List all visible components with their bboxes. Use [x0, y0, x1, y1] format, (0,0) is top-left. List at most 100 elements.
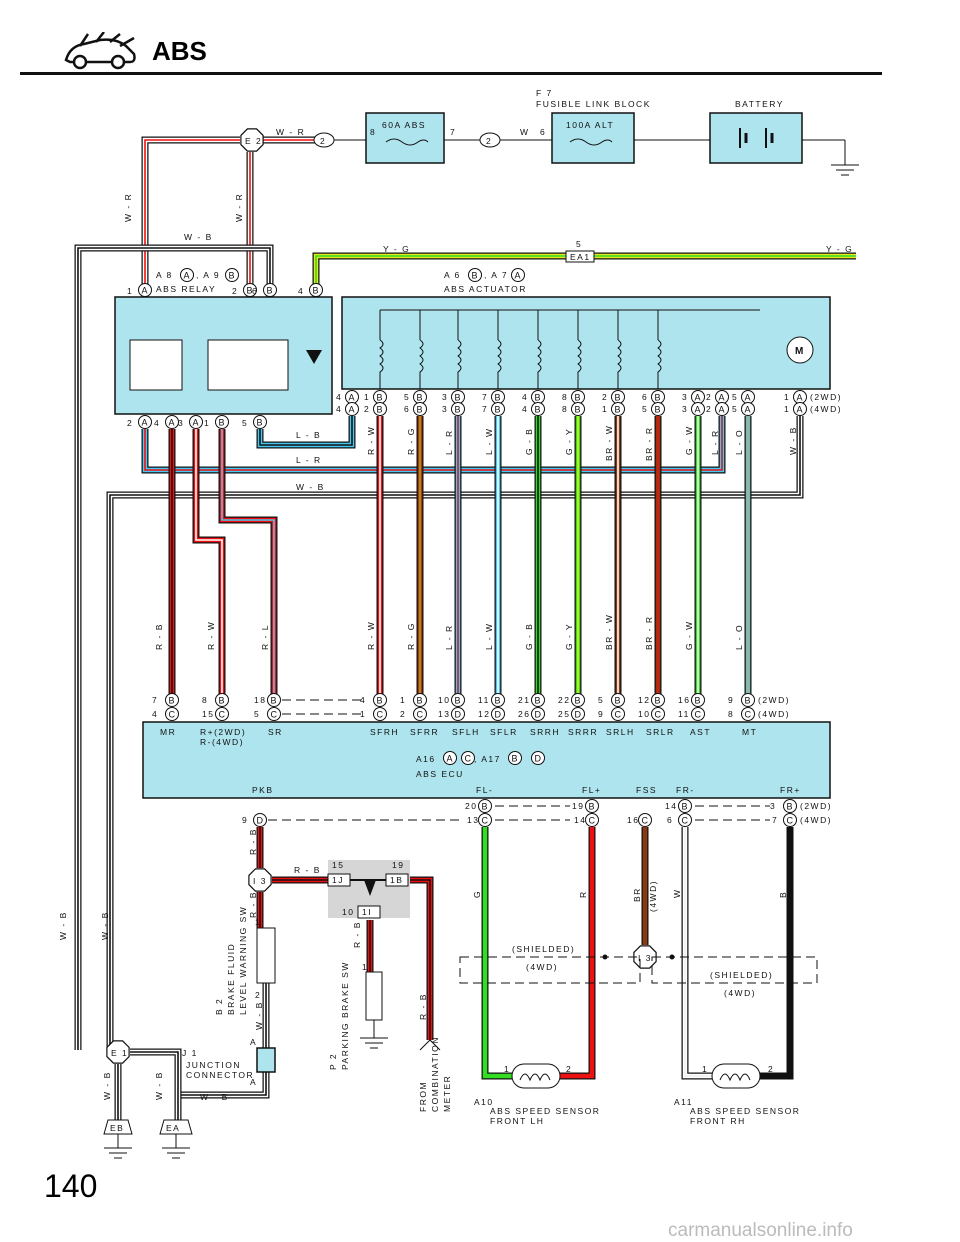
wire-label-br-4wd: (4WD): [648, 880, 658, 912]
ecu-conn-row1: [267, 693, 281, 707]
actuator-conn-row1-letter: A: [745, 393, 751, 403]
relay-bottom-conn: [189, 415, 203, 429]
speed-sensor-rh-icon: [711, 1063, 761, 1089]
shield-box-rh: [651, 956, 818, 984]
ecu-conn-row2-letter: D: [495, 710, 502, 720]
ecu-bottom-conn-row1: [585, 799, 599, 813]
shield-4wd-lh: (4WD): [526, 962, 558, 972]
relay-top-pin: 4: [298, 286, 304, 296]
ecu-pin-label: SFLR: [490, 727, 518, 737]
ecu-pin-label: SRLR: [646, 727, 675, 737]
actuator-conn-row2: [531, 402, 545, 416]
actuator-pin-row2: 6: [404, 404, 410, 414]
wire-w-fr-outline: [681, 827, 712, 1080]
ecu-conn-row2: [611, 707, 625, 721]
act-wire-label-upper: BR - R: [644, 427, 654, 462]
ecu-conn-row2-letter: D: [455, 710, 462, 720]
actuator-conn-row2: [715, 402, 729, 416]
jb-10: 10: [342, 907, 354, 917]
ground-eb-label: EB: [110, 1123, 124, 1133]
ecu-conn-b: [508, 751, 522, 765]
actuator-pin-row1: 1: [784, 392, 790, 402]
actuator-conn-row2-letter: B: [377, 405, 383, 415]
ecu-conn-row2-letter: C: [695, 710, 702, 720]
ecu-conn-row2: [691, 707, 705, 721]
page-header: ABS: [60, 30, 320, 75]
relay-conn-b-letter: B: [229, 271, 235, 281]
actuator-conn-row2: [571, 402, 585, 416]
ea1-pin: 5: [576, 239, 582, 249]
ecu-bottom-tag-4wd: (4WD): [800, 815, 832, 825]
wire-label-lb: L - B: [296, 430, 321, 440]
actuator-conn-row2: [691, 402, 705, 416]
wire-label-yg-left: Y - G: [383, 244, 410, 254]
ecu-conn-a-letter: A: [447, 754, 453, 764]
ecu-bottom-conn-row1: [783, 799, 797, 813]
actuator-conn-row2-letter: B: [455, 405, 461, 415]
splice-i3: [248, 868, 272, 892]
wire-lr-outline: [141, 416, 726, 474]
ecu-conn-row2-letter: C: [271, 710, 278, 720]
wire-label-rb-4: R - B: [418, 993, 428, 1020]
ecu-pin-row1: 1: [400, 695, 406, 705]
ecu-pin-label: SRLH: [606, 727, 635, 737]
ecu-bottom-conn-row2: [585, 813, 599, 827]
act-wire-label-lower: BR - R: [644, 616, 654, 651]
wire-label-b: B: [778, 891, 788, 898]
relay-bottom-conn: [165, 415, 179, 429]
relay-bottom-conn: [215, 415, 229, 429]
jb-1i: [357, 905, 381, 919]
a10-pin1: 1: [504, 1064, 510, 1074]
ecu-pin-row1: 12: [638, 695, 650, 705]
act-wire-label-lower: R - W: [366, 621, 376, 650]
ecu-pin-row1: 7: [152, 695, 158, 705]
ecu-pin-row2: 10: [638, 709, 650, 719]
ecu-conn-row1: [215, 693, 229, 707]
ecu-conn-row1: [451, 693, 465, 707]
actuator-conn-b-letter: B: [472, 271, 478, 281]
actuator-pin-row2: 1: [784, 404, 790, 414]
b2-pin1: 1: [255, 917, 261, 927]
ecu-conn-row2-letter: C: [655, 710, 662, 720]
ecu-conn-row1-letter: B: [695, 696, 701, 706]
actuator-tag-4wd: (4WD): [810, 404, 842, 414]
relay-bottom-conn: [253, 415, 267, 429]
ecu-pin-row1: 5: [598, 695, 604, 705]
relay-code-2: , A 9: [196, 270, 220, 280]
conn-2b: [479, 132, 501, 148]
ecu-bottom-conn-row2-letter: C: [482, 816, 489, 826]
ecu-pin-row2: 12: [478, 709, 490, 719]
actuator-pin-row2: 2: [364, 404, 370, 414]
actuator-conn-row2-letter: A: [349, 405, 355, 415]
conn-2b-label: 2: [486, 136, 492, 146]
ecu-conn-row1: [373, 693, 387, 707]
abs-ecu-box: [142, 721, 831, 799]
actuator-conn-row1-letter: B: [417, 393, 423, 403]
actuator-conn-row1-letter: A: [349, 393, 355, 403]
ecu-conn-row2: [373, 707, 387, 721]
actuator-conn-row2-letter: B: [535, 405, 541, 415]
actuator-conn-row2: [741, 402, 755, 416]
ecu-pin-row2: 2: [400, 709, 406, 719]
wire-g-fl-outline: [481, 827, 512, 1080]
ecu-conn-row2: [413, 707, 427, 721]
page-number: 140: [44, 1168, 98, 1204]
ea1-label: EA1: [570, 252, 591, 262]
jb-15: 15: [332, 860, 344, 870]
ecu-pin-row2: 25: [558, 709, 570, 719]
relay-top-conn: [243, 283, 257, 297]
ecu-bottom-conn-row1-letter: B: [589, 802, 595, 812]
relay-bottom-conn-letter: B: [219, 418, 225, 428]
ecu-conn-row2: [451, 707, 465, 721]
ecu-bottom-conn-row2-letter: C: [787, 816, 794, 826]
actuator-pin-row1: 2: [706, 392, 712, 402]
wire-label-rb-2: R - B: [294, 865, 321, 875]
ecu-pin-row1: 8: [202, 695, 208, 705]
j1-code: J 1: [182, 1048, 198, 1058]
jb-19: 19: [392, 860, 404, 870]
ecu-conn-row2-letter: C: [615, 710, 622, 720]
wire-label-rb-1: R - B: [248, 828, 258, 855]
actuator-conn-row2-letter: B: [417, 405, 423, 415]
from-1: FROM: [418, 1081, 428, 1112]
